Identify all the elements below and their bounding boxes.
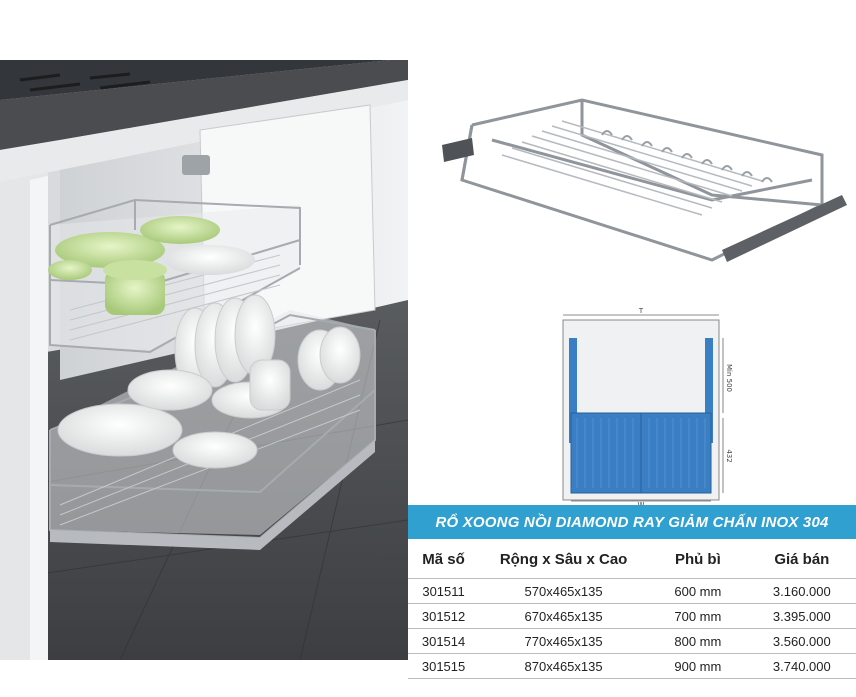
- header-price: Giá bán: [774, 550, 830, 568]
- cell-dimensions: 570x465x135: [524, 583, 603, 599]
- wire-basket-photo: [442, 98, 847, 262]
- dimension-diagram: T W Min 500 432: [562, 308, 733, 508]
- cell-price: 3.395.000: [772, 608, 831, 624]
- header-code: Mã số: [422, 550, 465, 568]
- cell-overall-width: 800 mm: [674, 633, 722, 649]
- cell-code: 301512: [421, 608, 466, 624]
- table-row: 301514 770x465x135 800 mm 3.560.000: [408, 628, 856, 654]
- min-depth-label: Min 500: [725, 364, 733, 392]
- header-dimensions: Rộng x Sâu x Cao: [499, 550, 628, 568]
- product-title: RỔ XOONG NỒI DIAMOND RAY GIẢM CHẤN INOX …: [435, 513, 829, 531]
- cell-code: 301515: [421, 658, 466, 674]
- cell-dimensions: 670x465x135: [524, 608, 603, 624]
- cell-price: 3.740.000: [772, 658, 831, 674]
- price-table: Mã số Rộng x Sâu x Cao Phủ bì Giá bán 30…: [408, 540, 856, 679]
- lower-basket: [49, 294, 376, 540]
- cell-overall-width: 700 mm: [674, 608, 722, 624]
- cell-code: 301514: [421, 633, 466, 649]
- header-overall-width: Phủ bì: [674, 550, 721, 568]
- cell-overall-width: 900 mm: [674, 658, 722, 674]
- width-dimension-label: W: [638, 501, 645, 508]
- cell-dimensions: 770x465x135: [524, 633, 603, 649]
- kitchen-cabinet-photo: [0, 60, 408, 660]
- height-dimension-label: 432: [725, 449, 733, 462]
- cell-overall-width: 600 mm: [674, 583, 722, 599]
- table-row: 301512 670x465x135 700 mm 3.395.000: [408, 603, 856, 629]
- table-row: 301515 870x465x135 900 mm 3.740.000: [408, 653, 856, 679]
- table-header-row: Mã số Rộng x Sâu x Cao Phủ bì Giá bán: [408, 540, 856, 579]
- cell-price: 3.160.000: [772, 583, 831, 599]
- product-title-bar: RỔ XOONG NỒI DIAMOND RAY GIẢM CHẤN INOX …: [408, 505, 856, 539]
- table-row: 301511 570x465x135 600 mm 3.160.000: [408, 578, 856, 604]
- cell-price: 3.560.000: [772, 633, 831, 649]
- cell-code: 301511: [422, 583, 465, 599]
- upper-basket: [48, 198, 301, 354]
- top-dimension-label: T: [638, 308, 644, 315]
- cell-dimensions: 870x465x135: [524, 658, 603, 674]
